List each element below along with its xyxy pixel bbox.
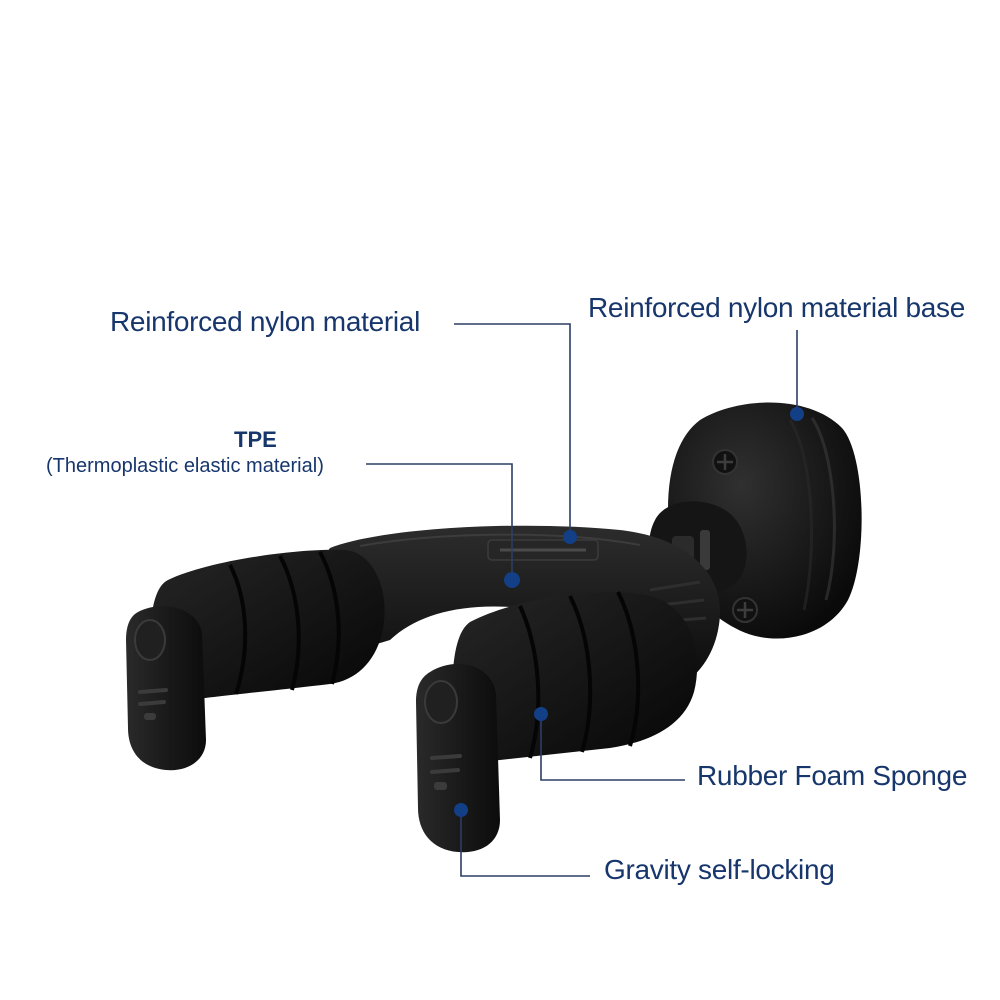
callout-reinforced-nylon-base: Reinforced nylon material base: [588, 292, 965, 323]
callout-reinforced-nylon: Reinforced nylon material: [110, 306, 420, 337]
screw-icon: [732, 597, 758, 623]
right-arm-foam: [452, 591, 698, 761]
right-locking-cap: [416, 663, 500, 853]
left-locking-cap: [126, 606, 206, 771]
leader-tpe: [366, 463, 513, 578]
callout-gravity-self-locking: Gravity self-locking: [604, 854, 835, 885]
marker-dots: [454, 407, 804, 817]
marker-dot: [454, 803, 468, 817]
left-arm-foam: [149, 549, 385, 701]
marker-dot: [534, 707, 548, 721]
marker-dot: [504, 572, 520, 588]
leader-reinforced-nylon: [454, 323, 571, 535]
leader-lines: [366, 323, 798, 877]
callout-tpe-subtitle: (Thermoplastic elastic material): [46, 455, 324, 477]
leader-rubber-foam: [540, 716, 685, 781]
marker-dot: [790, 407, 804, 421]
callout-rubber-foam-sponge: Rubber Foam Sponge: [697, 760, 968, 791]
marker-dot: [563, 530, 577, 544]
leader-gravity-lock: [460, 812, 590, 877]
screw-icon: [712, 449, 738, 475]
callout-tpe-title: TPE: [234, 427, 277, 452]
